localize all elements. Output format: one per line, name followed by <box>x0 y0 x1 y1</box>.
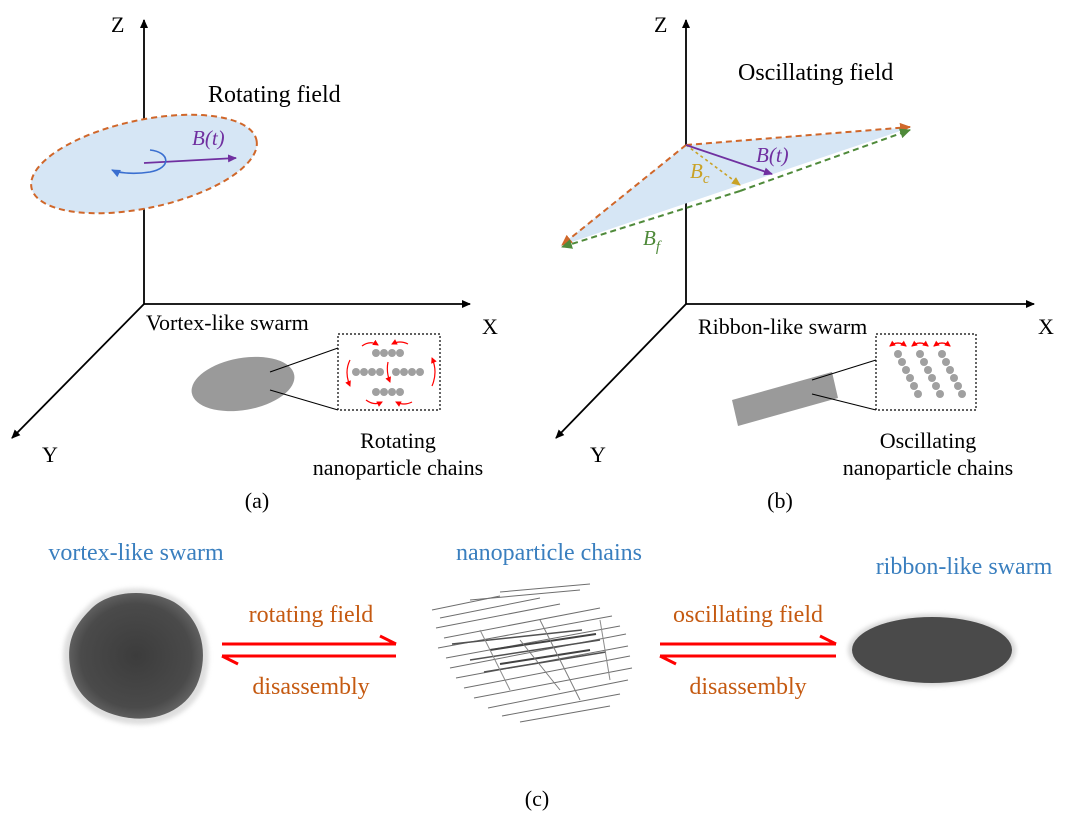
right-equilibrium-arrows <box>659 634 837 666</box>
panel-a-chains-label-1: Rotating <box>360 428 436 453</box>
panel-c-right-arrow-top-label: oscillating field <box>673 602 823 628</box>
panel-c-right-arrow-bottom-label: disassembly <box>689 674 806 700</box>
panel-b-x-label: X <box>1038 314 1054 339</box>
panel-c-middle-title: nanoparticle chains <box>456 540 642 566</box>
panel-b-edge-top <box>685 122 911 146</box>
panel-a-zoom-line-bottom <box>269 389 339 411</box>
panel-b-chain-diagonal <box>894 350 922 398</box>
panel-b-bc-label: Bc <box>690 159 710 187</box>
panel-a-chain-row <box>392 368 424 376</box>
left-equilibrium-arrows <box>221 634 397 666</box>
panel-a-y-axis <box>11 303 145 439</box>
nanoparticle-chains-image <box>431 583 633 723</box>
panel-b-field-title: Oscillating field <box>738 60 893 86</box>
panel-b-y-axis <box>555 303 687 439</box>
panel-a-z-label: Z <box>111 12 124 37</box>
panel-a-rotation-arrows <box>345 339 437 407</box>
panel-a-bt-vector <box>143 154 237 164</box>
panel-b-z-label: Z <box>654 12 667 37</box>
panel-b-caption: (b) <box>767 488 793 513</box>
panel-b: Z X Y Oscillating field B(t) Bc Bf Ribbo… <box>555 12 1054 513</box>
panel-a-y-label: Y <box>42 442 58 467</box>
panel-b-chains-label-2: nanoparticle chains <box>843 455 1013 480</box>
panel-b-swarm-label: Ribbon-like swarm <box>698 314 867 339</box>
panel-a-bt-label: B(t) <box>192 126 225 150</box>
panel-c-left-arrow-top-label: rotating field <box>249 602 374 628</box>
panel-c-left-title: vortex-like swarm <box>48 540 224 566</box>
panel-c: vortex-like swarm nanoparticle chains ri… <box>48 540 1052 811</box>
panel-b-swarm-rect <box>732 372 838 426</box>
panel-b-chain-diagonal <box>938 350 966 398</box>
panel-a-chain-row <box>352 368 384 376</box>
panel-a-field-ellipse <box>30 113 258 215</box>
panel-a: Z X Y Rotating field B(t) Vortex-like sw… <box>11 12 498 513</box>
panel-a-caption: (a) <box>245 488 269 513</box>
panel-a-x-label: X <box>482 314 498 339</box>
panel-b-oscillation-arrows <box>889 340 951 347</box>
panel-a-chain-row <box>372 349 404 357</box>
panel-a-zoom-line-top <box>269 347 339 373</box>
panel-b-bt-vector <box>685 144 773 176</box>
panel-a-rotation-arrow <box>111 149 167 178</box>
panel-b-chains-label-1: Oscillating <box>880 428 977 453</box>
panel-a-chain-row <box>372 388 404 396</box>
panel-a-chains-label-2: nanoparticle chains <box>313 455 483 480</box>
panel-b-edge-left <box>561 144 687 246</box>
vortex-swarm-image <box>63 588 209 725</box>
ribbon-swarm-image <box>848 614 1016 686</box>
panel-b-bf-arrow-left <box>561 190 741 249</box>
panel-b-bc-vector <box>685 144 741 186</box>
panel-a-chains-inset <box>345 339 437 407</box>
panel-c-left-arrow-bottom-label: disassembly <box>252 674 369 700</box>
panel-b-bf-label: Bf <box>643 226 662 255</box>
panel-a-swarm-ellipse <box>191 356 295 412</box>
panel-b-bf-arrow-right <box>739 128 911 192</box>
panel-b-zoom-line-top <box>811 359 877 381</box>
panel-a-swarm-label: Vortex-like swarm <box>146 310 309 335</box>
panel-b-y-label: Y <box>590 442 606 467</box>
panel-c-caption: (c) <box>525 786 549 811</box>
panel-b-zoom-line-bottom <box>811 393 877 411</box>
panel-a-field-title: Rotating field <box>208 82 341 108</box>
panel-b-bt-label: B(t) <box>756 143 789 167</box>
panel-b-chain-diagonal <box>916 350 944 398</box>
panel-c-right-title: ribbon-like swarm <box>876 554 1053 580</box>
panel-b-chains-inset <box>889 340 966 398</box>
panel-b-field-plane <box>560 127 912 246</box>
